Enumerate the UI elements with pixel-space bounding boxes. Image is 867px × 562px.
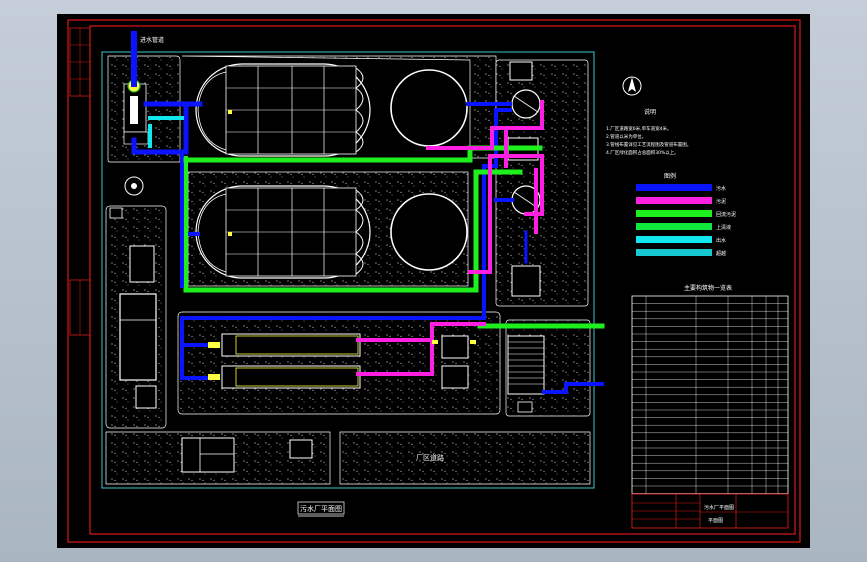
note-line: 1.厂区道路宽6米,单车道宽4米。 xyxy=(606,125,671,132)
outer-frame xyxy=(67,19,801,543)
legend-label: 出水 xyxy=(716,237,726,244)
drawing-title: 污水厂平面图 xyxy=(297,501,345,517)
note-line: 2.管道以米为单位。 xyxy=(606,133,646,140)
legend-swatch xyxy=(636,197,712,204)
title-block-project: 污水厂平面图 xyxy=(704,504,734,511)
legend-swatch xyxy=(636,236,712,243)
treatment-structures xyxy=(109,61,545,473)
inlet-pipe-label: 进水管道 xyxy=(140,36,164,44)
legend-swatch xyxy=(636,249,712,256)
legend-label: 上清液 xyxy=(716,224,731,231)
note-line: 3.管线布置详见工艺流程图及管道布置图。 xyxy=(606,141,691,148)
equipment-markers xyxy=(208,110,476,380)
drawing-title-text: 污水厂平面图 xyxy=(300,504,342,513)
legend-label: 污水 xyxy=(716,185,726,192)
title-block: 污水厂平面图 平面图 xyxy=(631,493,789,529)
north-arrow xyxy=(622,76,642,96)
legend-label: 超越 xyxy=(716,250,726,257)
title-block-sheet: 平面图 xyxy=(708,518,723,524)
road-label: 厂区道路 xyxy=(416,453,444,462)
notes-title: 说明 xyxy=(644,108,656,116)
legend-label: 污泥 xyxy=(716,198,726,205)
legend-swatch xyxy=(636,184,712,191)
legend-label: 回流污泥 xyxy=(716,211,736,218)
legend-title: 图例 xyxy=(664,172,676,180)
legend: 污水 污泥 回流污泥 上清液 出水 超越 xyxy=(636,184,736,257)
note-line: 4.厂区绿化面积占总面积30%以上。 xyxy=(606,149,679,156)
notes-block: 1.厂区道路宽6米,单车道宽4米。 2.管道以米为单位。 3.管线布置详见工艺流… xyxy=(606,125,691,156)
legend-swatch xyxy=(636,223,712,230)
legend-swatch xyxy=(636,210,712,217)
site-boundary xyxy=(101,51,595,489)
pipelines xyxy=(131,31,605,394)
table-title: 主要构筑物一览表 xyxy=(684,284,732,292)
